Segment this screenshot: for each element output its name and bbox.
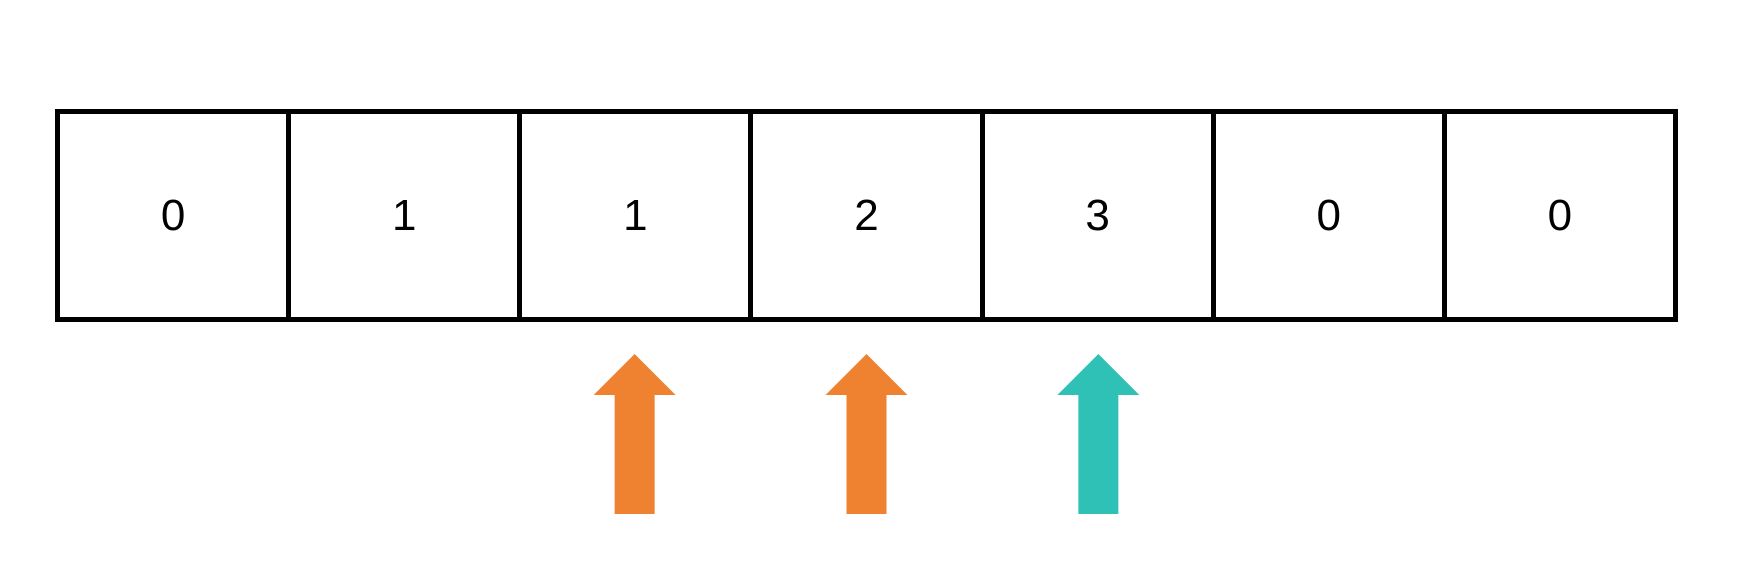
up-arrow-icon xyxy=(593,354,676,514)
array-cell: 2 xyxy=(753,114,985,317)
array-cell: 1 xyxy=(291,114,523,317)
up-arrow-icon xyxy=(1057,354,1140,514)
up-arrow-icon xyxy=(825,354,908,514)
cell-value: 3 xyxy=(1085,190,1110,240)
cell-value: 2 xyxy=(854,190,879,240)
cell-value: 1 xyxy=(623,190,648,240)
array-row: 0 1 1 2 3 0 0 xyxy=(55,109,1678,322)
array-cell: 3 xyxy=(985,114,1216,317)
cell-value: 0 xyxy=(160,190,186,240)
array-cell: 0 xyxy=(60,114,292,317)
cell-value: 0 xyxy=(1316,190,1342,240)
array-cell: 0 xyxy=(1216,114,1447,317)
cell-value: 0 xyxy=(1547,190,1573,240)
array-cell: 0 xyxy=(1447,114,1678,317)
cell-value: 1 xyxy=(391,190,417,240)
array-cell: 1 xyxy=(522,114,754,317)
